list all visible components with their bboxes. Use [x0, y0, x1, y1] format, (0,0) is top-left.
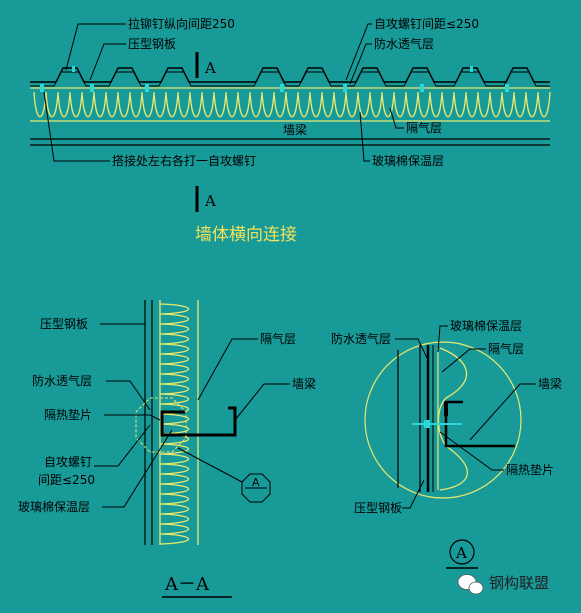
screw-mark: [280, 84, 284, 92]
label-waterproof-top: 防水透气层: [374, 36, 434, 51]
top-elevation: A A 拉铆钉纵向间距250 压型钢板 自攻螺钉间距≤250 防水透气层 墙梁 …: [30, 16, 551, 245]
label-da-thermal-pad: 隔热垫片: [506, 462, 554, 477]
label-da-vapor-barrier: 隔气层: [488, 341, 524, 356]
leader-da-waterproof: [395, 338, 429, 361]
screw-mark: [505, 84, 509, 92]
label-da-wall-beam: 墙梁: [538, 376, 562, 391]
title-section-aa: A－A: [164, 574, 210, 595]
top-screws: [40, 66, 509, 92]
section-aa: A 压型钢板 防水透气层 隔热垫片 自攻螺钉 间距≤250 玻璃棉保温层 隔气层…: [18, 300, 316, 598]
leader-vapor-barrier: [389, 107, 404, 129]
label-glass-wool-top: 玻璃棉保温层: [372, 154, 444, 168]
wechat-icon-bubble: [468, 581, 484, 595]
label-aa-self-screw-2: 间距≤250: [38, 473, 95, 487]
label-steel-sheet-top: 压型钢板: [128, 37, 176, 51]
screw-mark: [145, 84, 149, 92]
label-aa-vapor-barrier: 隔气层: [260, 331, 296, 346]
screw-mark: [420, 84, 424, 92]
label-da-steel-sheet: 压型钢板: [354, 501, 402, 515]
title-horizontal-connection: 墙体横向连接: [195, 225, 297, 245]
label-self-screw-spacing: 自攻螺钉间距≤250: [374, 17, 479, 31]
label-aa-thermal-pad: 隔热垫片: [44, 407, 92, 422]
aa-callout-label: A: [252, 476, 260, 489]
screw-mark: [72, 66, 75, 72]
leader-glass-wool: [359, 111, 370, 162]
detail-a-glass-wool-curve: [437, 347, 468, 491]
watermark: 钢构联盟: [457, 574, 549, 595]
detail-a-circle: [364, 341, 522, 499]
detail-a: 防水透气层 玻璃棉保温层 隔气层 墙梁 隔热垫片 压型钢板 A: [331, 319, 562, 569]
leader-da-thermal-pad: [439, 431, 504, 471]
leader-aa-wall-beam: [234, 383, 290, 421]
aa-leaders: [94, 323, 290, 508]
leader-da-glass-wool: [437, 325, 448, 353]
label-aa-steel-sheet: 压型钢板: [40, 317, 88, 331]
detail-a-mark-circle: [449, 539, 475, 565]
top-profiled-steel-sheet-inner: [30, 71, 550, 87]
detail-a-mark-label: A: [455, 544, 467, 562]
leader-aa-thermal-pad: [104, 414, 161, 421]
section-mark-top-label: A: [204, 59, 216, 77]
leader-steel-sheet: [89, 43, 126, 81]
leader-aa-vapor-barrier: [197, 338, 258, 401]
label-aa-wall-beam: 墙梁: [292, 376, 316, 391]
aa-wall-beam-channel: [160, 406, 237, 437]
leader-aa-self-screw: [94, 424, 151, 467]
leader-da-steel-sheet: [402, 479, 425, 509]
label-aa-glass-wool: 玻璃棉保温层: [18, 500, 90, 514]
leader-aa-glass-wool: [102, 429, 173, 508]
screw-mark: [470, 66, 473, 72]
label-lap-screws: 搭接处左右各打一自攻螺钉: [112, 153, 256, 168]
leader-rivet-spacing: [65, 23, 126, 71]
aa-glass-wool-layer: [159, 303, 190, 545]
screw-mark: [343, 84, 347, 92]
aa-detail-region-outline: [135, 397, 187, 453]
leader-aa-waterproof: [106, 380, 151, 411]
label-wall-beam-top: 墙梁: [283, 122, 307, 137]
label-aa-self-screw-1: 自攻螺钉: [44, 455, 92, 469]
screw-mark: [90, 84, 94, 92]
watermark-text: 钢构联盟: [489, 574, 549, 592]
detail-a-leaders: [395, 325, 536, 509]
top-glass-wool-layer: [33, 91, 551, 118]
label-aa-waterproof: 防水透气层: [32, 373, 92, 388]
top-profiled-steel-sheet: [30, 67, 550, 83]
aa-callout-symbol: [241, 473, 271, 503]
section-mark-bottom-label: A: [204, 192, 216, 210]
label-rivet-spacing: 拉铆钉纵向间距250: [128, 16, 235, 31]
leader-self-screw-spacing: [345, 23, 372, 81]
leader-waterproof: [349, 43, 372, 85]
screw-mark: [40, 84, 44, 92]
top-leaders: [43, 23, 404, 162]
leader-lap-screws: [43, 91, 110, 162]
label-vapor-barrier-top: 隔气层: [406, 120, 442, 135]
leader-da-vapor-barrier: [441, 348, 486, 373]
detail-a-screw-head: [424, 420, 430, 428]
leader-da-wall-beam: [469, 383, 536, 441]
label-da-glass-wool: 玻璃棉保温层: [450, 319, 522, 333]
label-da-waterproof: 防水透气层: [331, 331, 391, 346]
aa-callout-leader: [177, 447, 243, 483]
